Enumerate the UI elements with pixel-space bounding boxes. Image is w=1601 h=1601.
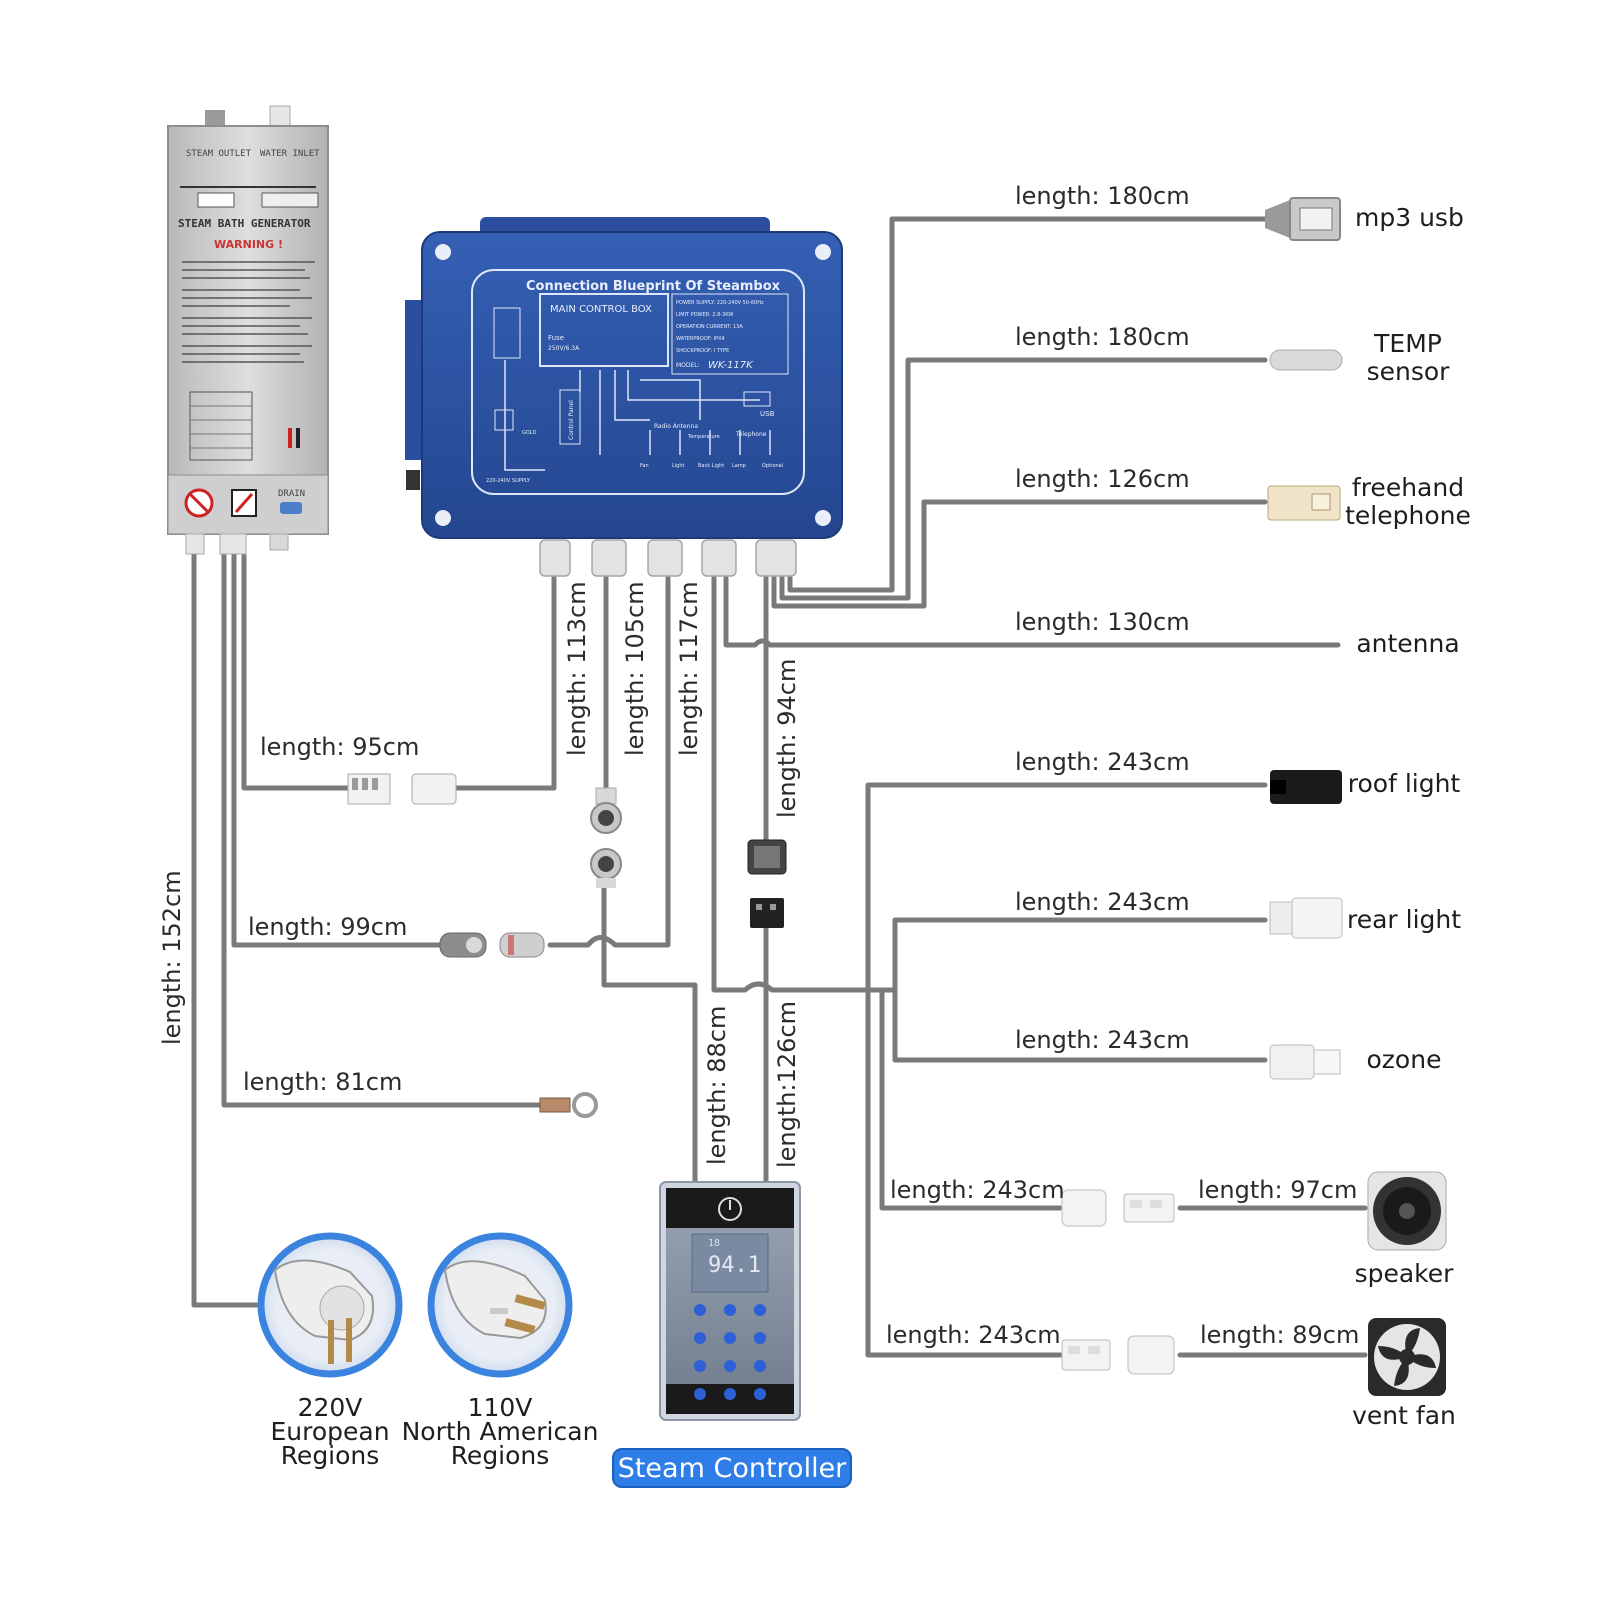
length-speaker-ext: length: 97cm — [1198, 1176, 1357, 1204]
label-vent-fan: vent fan — [1352, 1401, 1456, 1430]
temperature-label: Temperature — [687, 434, 720, 440]
usb-label: USB — [760, 410, 775, 418]
connector-95-icon — [347, 773, 457, 805]
main-control-box: Connection Blueprint Of Steambox MAIN CO… — [405, 217, 843, 577]
control-panel-label: Control Panel — [568, 400, 575, 440]
length-152: length: 152cm — [158, 870, 186, 1045]
radio-label: Radio Antenna — [654, 423, 698, 430]
fan-connector-icon — [1061, 1335, 1175, 1375]
label-roof-light: roof light — [1348, 769, 1461, 798]
label-antenna: antenna — [1356, 629, 1459, 658]
length-126-vertical: length:126cm — [773, 1001, 801, 1168]
label-rear-light: rear light — [1347, 905, 1461, 934]
length-117: length: 117cm — [675, 581, 703, 756]
inline-connectors — [347, 773, 787, 1118]
connector-99-icon — [439, 932, 545, 958]
generator-title: STEAM BATH GENERATOR — [178, 217, 311, 230]
telephone-connector-icon — [1267, 485, 1341, 521]
length-99: length: 99cm — [248, 913, 407, 941]
device-labels: mp3 usb TEMP sensor freehand telephone a… — [270, 203, 1470, 1470]
label-speaker: speaker — [1355, 1259, 1455, 1288]
spec-power-supply: POWER SUPPLY: 220-240V 50-60Hz — [676, 300, 764, 306]
light-port-label: Light — [672, 463, 685, 469]
label-temp-sensor-1: TEMP — [1373, 329, 1442, 358]
label-eu-region-2: Regions — [281, 1441, 380, 1470]
spec-model-label: MODEL: — [676, 362, 700, 369]
optional-port-label: Optional — [762, 463, 783, 469]
length-88: length: 88cm — [703, 1006, 731, 1165]
length-labels: length: 180cm length: 180cm length: 126c… — [158, 182, 1359, 1349]
label-na-voltage: 110V — [468, 1393, 533, 1422]
length-105: length: 105cm — [621, 581, 649, 756]
control-box-fuse-value: 250V/6.3A — [548, 345, 580, 352]
rear-light-icon — [1269, 897, 1343, 939]
length-mp3-usb: length: 180cm — [1015, 182, 1190, 210]
controller-display — [691, 1233, 769, 1293]
generator-drain: DRAIN — [278, 489, 305, 499]
gold-label: GOLD — [522, 430, 537, 436]
length-telephone: length: 126cm — [1015, 465, 1190, 493]
control-box-main-label: MAIN CONTROL BOX — [550, 304, 652, 315]
control-box-title: Connection Blueprint Of Steambox — [526, 279, 781, 294]
spec-model: WK-117K — [708, 360, 754, 371]
generator-warning: WARNING ! — [214, 238, 283, 251]
steam-controller-label: Steam Controller — [612, 1448, 852, 1488]
spec-limit-power: LIMIT POWER: 2.8-3KW — [676, 312, 733, 318]
length-94: length: 94cm — [773, 659, 801, 818]
label-mp3-usb: mp3 usb — [1355, 203, 1464, 232]
label-ozone: ozone — [1367, 1045, 1442, 1074]
ozone-icon — [1269, 1044, 1341, 1080]
black-connector-icon — [747, 839, 787, 928]
vent-fan-icon — [1368, 1318, 1446, 1396]
steam-controller: 18 94.1 — [659, 1181, 801, 1421]
steam-generator: STEAM OUTLET WATER INLET STEAM BATH GENE… — [167, 105, 329, 555]
fan-port-label: Fan — [640, 463, 649, 469]
length-fan-main: length: 243cm — [886, 1321, 1061, 1349]
length-rear-light: length: 243cm — [1015, 888, 1190, 916]
length-antenna: length: 130cm — [1015, 608, 1190, 636]
label-eu-voltage: 220V — [298, 1393, 363, 1422]
length-ozone: length: 243cm — [1015, 1026, 1190, 1054]
label-na-region-2: Regions — [451, 1441, 550, 1470]
length-temp-sensor: length: 180cm — [1015, 323, 1190, 351]
length-roof-light: length: 243cm — [1015, 748, 1190, 776]
spec-shockproof: SHOCKPROOF: I TYPE — [676, 348, 729, 354]
lamp-port-label: Lamp — [732, 463, 746, 469]
telephone-label: Telephone — [735, 431, 767, 438]
length-113: length: 113cm — [563, 581, 591, 756]
roof-light-icon — [1270, 770, 1342, 804]
length-speaker-main: length: 243cm — [890, 1176, 1065, 1204]
back-light-port-label: Back Light — [698, 463, 724, 469]
speaker-connector-icon — [1061, 1189, 1175, 1227]
control-box-fuse: Fuse — [548, 334, 564, 342]
na-plug-icon — [427, 1232, 573, 1378]
eu-plug-icon — [257, 1232, 403, 1378]
label-telephone-2: telephone — [1345, 501, 1471, 530]
ring-terminal-icon — [539, 1092, 598, 1118]
mp3-usb-icon — [1265, 197, 1341, 241]
speaker-icon — [1367, 1171, 1447, 1251]
generator-steam-outlet: STEAM OUTLET — [186, 149, 252, 159]
temp-sensor-icon — [1269, 349, 1343, 371]
label-na-region-1: North American — [402, 1417, 599, 1446]
controller-display-small: 18 — [708, 1238, 720, 1249]
spec-waterproof: WATERPROOF: IPX4 — [676, 336, 725, 342]
label-temp-sensor-2: sensor — [1367, 357, 1451, 386]
length-81: length: 81cm — [243, 1068, 402, 1096]
label-eu-region-1: European — [270, 1417, 389, 1446]
spec-operation-current: OPERATION CURRENT: 13A — [676, 324, 743, 330]
length-95: length: 95cm — [260, 733, 419, 761]
generator-water-inlet: WATER INLET — [260, 149, 320, 159]
wires — [191, 216, 1368, 1358]
controller-display-value: 94.1 — [708, 1253, 761, 1278]
length-fan-ext: length: 89cm — [1200, 1321, 1359, 1349]
supply-label: 220-240V SUPPLY — [486, 478, 531, 484]
label-telephone-1: freehand — [1352, 473, 1464, 502]
round-connector-icon — [590, 787, 622, 888]
